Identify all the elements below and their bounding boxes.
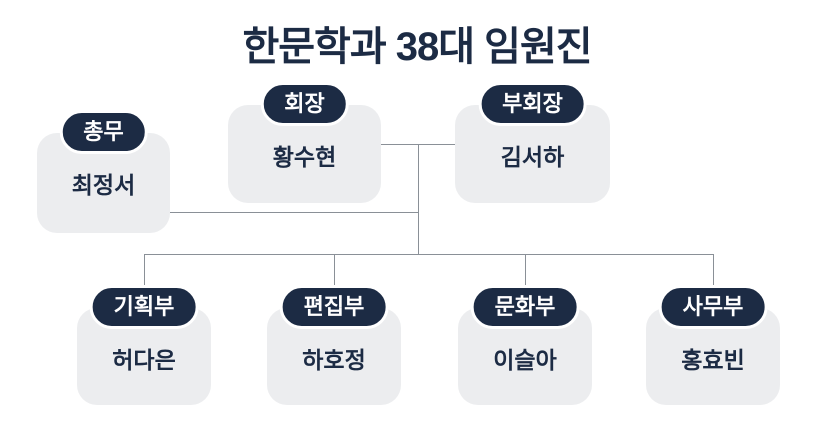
role-label: 부회장 xyxy=(502,91,563,116)
member-name: 황수현 xyxy=(272,144,337,170)
role-badge-culture-dept: 문화부 xyxy=(470,285,580,329)
org-node-planning-dept: 기획부 허다은 xyxy=(77,285,211,405)
role-label: 기획부 xyxy=(113,294,175,319)
org-node-general-affairs: 총무 최정서 xyxy=(37,110,170,233)
org-node-office-dept: 사무부 홍효빈 xyxy=(646,285,780,405)
org-node-vice-president: 부회장 김서하 xyxy=(455,82,610,203)
connector-general-affairs xyxy=(170,212,418,213)
org-node-editing-dept: 편집부 하호정 xyxy=(267,285,401,405)
role-label: 총무 xyxy=(83,119,124,144)
role-label: 회장 xyxy=(284,91,325,116)
role-badge-editing-dept: 편집부 xyxy=(279,285,389,329)
role-badge-vice-president: 부회장 xyxy=(478,82,587,126)
role-badge-planning-dept: 기획부 xyxy=(89,285,199,329)
connector-departments-bus xyxy=(144,254,713,255)
member-name: 이슬아 xyxy=(493,347,557,373)
role-badge-president: 회장 xyxy=(260,82,349,126)
member-name: 최정서 xyxy=(71,172,136,198)
org-node-president: 회장 황수현 xyxy=(228,82,381,203)
connector-drop-editing xyxy=(334,254,335,286)
role-badge-office-dept: 사무부 xyxy=(658,285,768,329)
connector-drop-culture xyxy=(525,254,526,286)
connector-president-vice xyxy=(380,144,455,145)
member-name: 홍효빈 xyxy=(681,347,745,373)
role-label: 문화부 xyxy=(494,294,556,319)
role-badge-general-affairs: 총무 xyxy=(59,110,148,154)
role-label: 사무부 xyxy=(682,294,744,319)
member-name: 하호정 xyxy=(302,347,366,373)
member-name: 허다은 xyxy=(112,347,176,373)
connector-drop-office xyxy=(713,254,714,286)
org-node-culture-dept: 문화부 이슬아 xyxy=(458,285,592,405)
connector-drop-planning xyxy=(144,254,145,286)
page-title: 한문학과 38대 임원진 xyxy=(242,25,592,69)
connector-trunk xyxy=(418,144,419,254)
role-label: 편집부 xyxy=(303,294,365,319)
member-name: 김서하 xyxy=(500,144,565,170)
